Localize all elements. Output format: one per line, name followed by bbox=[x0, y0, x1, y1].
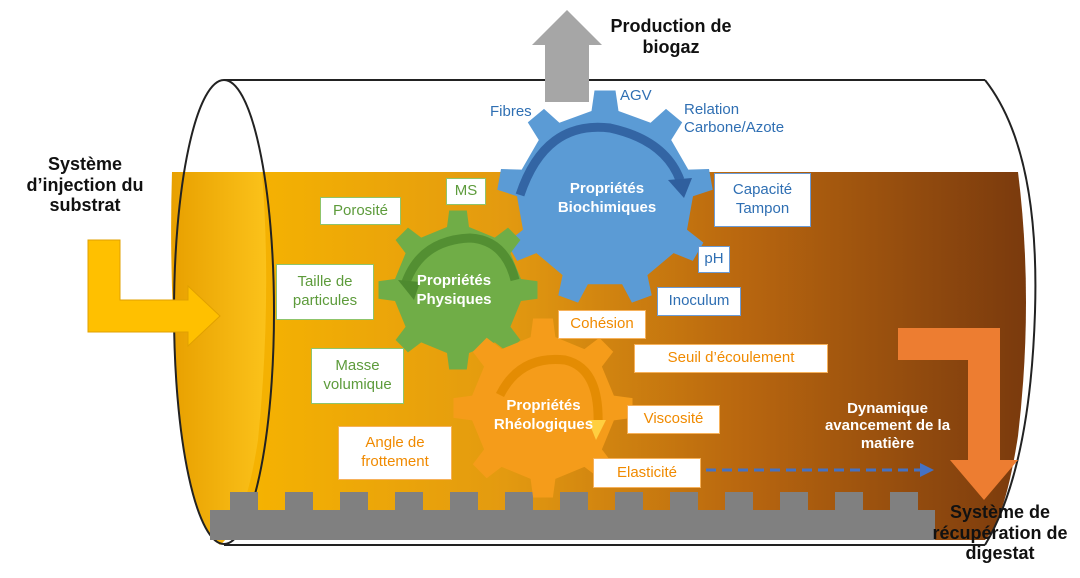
factor-fibres: Fibres bbox=[490, 103, 532, 120]
injection-system-label: Système d’injection du substrat bbox=[26, 154, 144, 216]
biogas-production-label: Production de biogaz bbox=[610, 16, 732, 57]
gear-physical-caption: Propriétés Physiques bbox=[416, 272, 492, 308]
recovery-system-label: Système de récupération de digestat bbox=[932, 502, 1068, 564]
factor-elasticite: Elasticité bbox=[593, 458, 701, 488]
injection-arrow bbox=[87, 239, 221, 348]
gear-rheological-caption: Propriétés Rhéologiques bbox=[493, 397, 594, 433]
end-cap-fill bbox=[171, 172, 267, 545]
dynamics-label: Dynamique avancement de la matière bbox=[824, 400, 951, 452]
blue-gear-curved-arrow bbox=[515, 122, 685, 197]
factor-seuil: Seuil d’écoulement bbox=[634, 344, 828, 373]
factor-angle: Angle de frottement bbox=[338, 426, 452, 480]
factor-agv: AGV bbox=[620, 87, 652, 104]
toothed-floor bbox=[210, 492, 935, 540]
gear-rheological-shape bbox=[453, 318, 633, 498]
recovery-arrow bbox=[898, 328, 1018, 500]
orange-gear-arrow-head bbox=[588, 420, 606, 440]
green-gear-curved-arrow bbox=[400, 233, 520, 287]
factor-viscosite: Viscosité bbox=[627, 405, 720, 434]
factor-ph: pH bbox=[698, 246, 730, 273]
blue-gear-arrow-head bbox=[668, 178, 692, 198]
biogas-arrow bbox=[532, 10, 602, 102]
green-gear-arrow-head bbox=[398, 280, 420, 300]
dynamics-arrow-head bbox=[920, 463, 934, 477]
factor-relation: Relation Carbone/Azote bbox=[684, 101, 785, 136]
factor-taille: Taille de particules bbox=[276, 264, 374, 320]
orange-gear-curved-arrow bbox=[495, 354, 603, 426]
gear-biochemical-caption: Propriétés Biochimiques bbox=[557, 180, 657, 216]
gear-rheological bbox=[453, 318, 633, 498]
factor-ms: MS bbox=[446, 178, 486, 205]
factor-cohesion: Cohésion bbox=[558, 310, 646, 339]
cylinder-right-cap bbox=[984, 79, 1037, 546]
factor-inoculum: Inoculum bbox=[657, 287, 741, 316]
factor-porosite: Porosité bbox=[320, 197, 401, 225]
factor-capacite: Capacité Tampon bbox=[714, 173, 811, 227]
factor-masse: Masse volumique bbox=[311, 348, 404, 404]
